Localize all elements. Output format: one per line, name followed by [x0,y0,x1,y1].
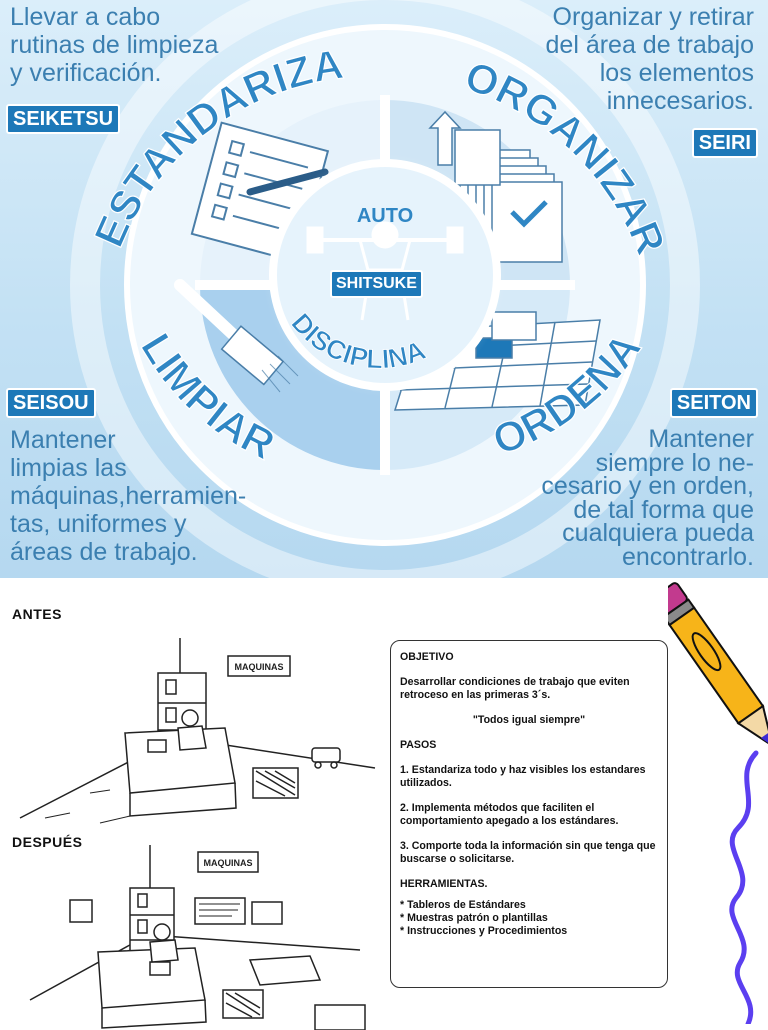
antes-sketch: MAQUINAS [19,638,376,824]
antes-heading: ANTES [12,606,62,622]
before-after-panel: ANTES DESPUÉS MAQUINAS [0,578,768,1030]
arrow-up-icon [428,110,462,166]
tag-seiton: SEITON [669,388,758,418]
tag-seiri: SEIRI [691,128,758,158]
svg-text:MAQUINAS: MAQUINAS [204,858,253,868]
scribble-line [729,750,759,1024]
wheel-graphic: ESTANDARIZAR ORGANIZAR LIMPIAR ORDENAR D… [0,0,700,578]
paso-2: 2. Implementa métodos que faciliten el c… [400,802,619,827]
objective-box: OBJETIVO Desarrollar condiciones de trab… [390,640,668,988]
five-s-wheel-panel: ESTANDARIZAR ORGANIZAR LIMPIAR ORDENAR D… [0,0,768,578]
objetivo-text: Desarrollar condiciones de trabajo que e… [400,676,630,701]
paso-3: 3. Comporte toda la información sin que … [400,840,656,865]
heading-pasos: PASOS [400,739,437,751]
maquinas-sign-antes [227,655,291,677]
herramienta-1: * Tableros de Estándares [400,899,526,911]
tag-shitsuke: SHITSUKE [330,270,423,298]
paso-1: 1. Estandariza todo y haz visibles los e… [400,764,646,789]
center-auto-label: AUTO [357,205,413,227]
maquinas-sign-despues [197,851,259,873]
outer-halo-ring [70,0,700,578]
heading-herramientas: HERRAMIENTAS. [400,878,488,890]
despues-heading: DESPUÉS [12,834,83,850]
tag-seisou: SEISOU [6,388,96,418]
motto-quote: "Todos igual siempre" [472,714,586,726]
svg-text:MAQUINAS: MAQUINAS [235,662,284,672]
herramienta-2: * Muestras patrón o plantillas [400,912,548,924]
pencil-icon [668,582,768,1024]
document-stack-icon [428,110,563,263]
broom-icon [174,279,299,393]
despues-sketch: MAQUINAS [29,845,366,1030]
herramienta-3: * Instrucciones y Procedimientos [400,925,568,937]
heading-objetivo: OBJETIVO [400,651,454,663]
tag-seiketsu: SEIKETSU [6,104,121,134]
